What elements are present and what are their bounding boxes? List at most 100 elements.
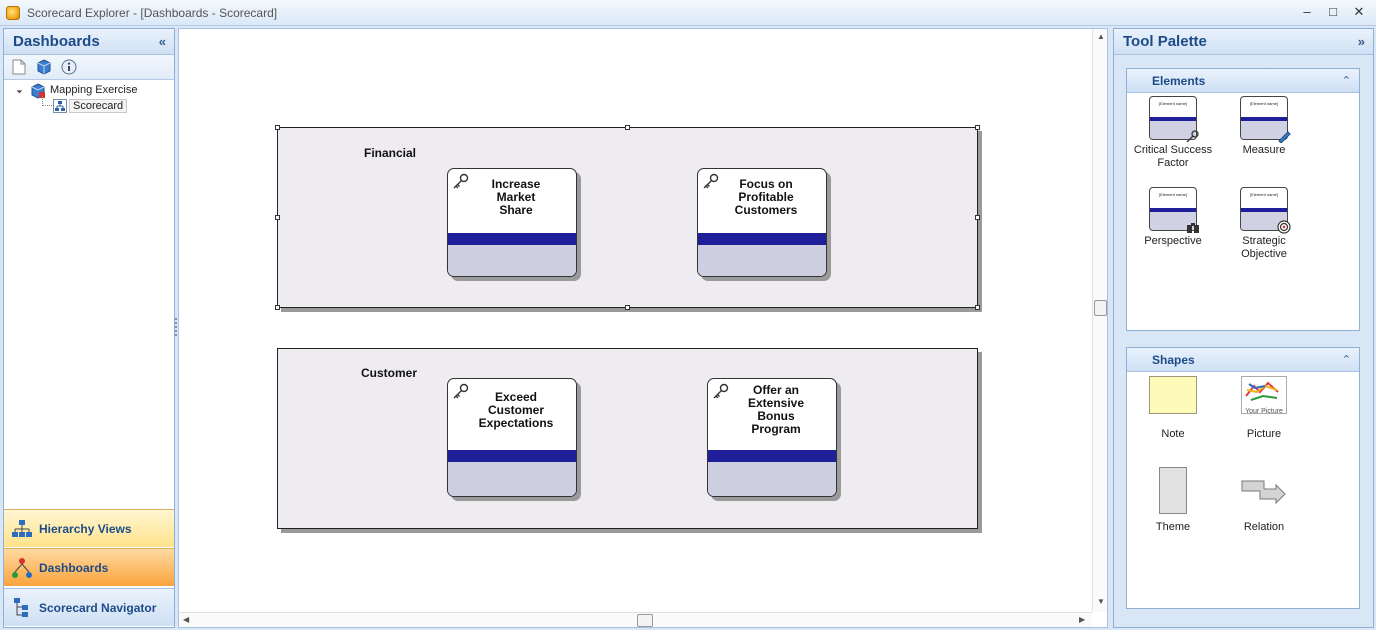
objective-card[interactable]: Exceed Customer Expectations <box>447 378 577 497</box>
nav-scorecard-navigator[interactable]: Scorecard Navigator <box>4 588 174 626</box>
resize-handle[interactable] <box>625 305 630 310</box>
palette-perspective[interactable]: [Element name] Perspective <box>1128 187 1218 248</box>
collapse-section-icon[interactable]: ⌃ <box>1341 75 1351 87</box>
navigator-tree-icon <box>11 597 33 619</box>
shapes-section-header[interactable]: Shapes ⌃ <box>1127 348 1359 372</box>
resize-handle[interactable] <box>275 215 280 220</box>
scroll-down-arrow-icon[interactable]: ▼ <box>1097 597 1105 606</box>
perspective-financial[interactable]: Financial Increase Market Share Focus on… <box>275 125 980 310</box>
objective-measure-area <box>708 462 836 496</box>
tree-item-scorecard[interactable]: Scorecard <box>4 99 174 115</box>
palette-theme[interactable]: Theme <box>1128 465 1218 534</box>
maximize-button[interactable]: □ <box>1329 4 1337 19</box>
objective-status-bar <box>708 450 836 462</box>
palette-measure[interactable]: [Element name] Measure <box>1219 96 1309 157</box>
scorecard-canvas[interactable]: Financial Increase Market Share Focus on… <box>178 28 1108 628</box>
info-icon[interactable] <box>61 59 77 75</box>
theme-thumbnail-icon <box>1149 465 1197 515</box>
picture-thumbnail-icon: Your Picture <box>1240 376 1288 420</box>
window-title-bar: Scorecard Explorer - [Dashboards - Score… <box>0 0 1376 26</box>
objective-title: Focus on Profitable Customers <box>734 177 798 217</box>
tool-palette-panel: Tool Palette » Elements ⌃ [Element name]… <box>1113 28 1374 628</box>
resize-handle[interactable] <box>625 125 630 130</box>
nav-hierarchy-views[interactable]: Hierarchy Views <box>4 509 174 547</box>
picture-caption: Your Picture <box>1245 408 1283 415</box>
tool-palette-header: Tool Palette » <box>1114 29 1373 55</box>
canvas-horizontal-scrollbar[interactable]: ◀ ▶ <box>179 612 1092 627</box>
palette-item-label: Critical Success Factor <box>1133 144 1213 169</box>
window-title: Scorecard Explorer - [Dashboards - Score… <box>27 5 278 20</box>
expand-panel-button[interactable]: » <box>1357 34 1365 49</box>
tree-item-mapping-exercise[interactable]: Mapping Exercise <box>4 83 174 99</box>
vertical-scroll-thumb[interactable] <box>1094 300 1107 316</box>
objective-status-bar <box>448 233 576 245</box>
tree-expand-toggle[interactable] <box>13 84 23 94</box>
new-document-icon[interactable] <box>11 59 27 75</box>
panel-splitter[interactable] <box>175 318 177 336</box>
csf-thumbnail-icon: [Element name] <box>1149 96 1199 143</box>
palette-picture[interactable]: Your Picture Picture <box>1219 376 1309 441</box>
objective-status-bar <box>698 233 826 245</box>
dashboards-panel: Dashboards « Mapping Exercise Scorecard <box>3 28 175 628</box>
elements-section-header[interactable]: Elements ⌃ <box>1127 69 1359 93</box>
resize-handle[interactable] <box>975 125 980 130</box>
cube-icon[interactable] <box>36 59 52 75</box>
nav-scorecard-navigator-label: Scorecard Navigator <box>39 600 157 615</box>
perspective-thumbnail-icon: [Element name] <box>1149 187 1199 233</box>
objective-card[interactable]: Offer an Extensive Bonus Program <box>707 378 837 497</box>
nav-dashboards[interactable]: Dashboards <box>4 548 174 586</box>
objective-card[interactable]: Focus on Profitable Customers <box>697 168 827 277</box>
workspace-cube-icon <box>30 83 46 102</box>
shapes-section-title: Shapes <box>1152 352 1195 367</box>
objective-title: Offer an Extensive Bonus Program <box>747 383 805 436</box>
horizontal-scroll-thumb[interactable] <box>637 614 653 627</box>
canvas-vertical-scrollbar[interactable]: ▲ ▼ <box>1092 29 1107 612</box>
collapse-section-icon[interactable]: ⌃ <box>1341 354 1351 366</box>
objective-measure-area <box>698 245 826 276</box>
palette-note[interactable]: Note <box>1128 376 1218 441</box>
resize-handle[interactable] <box>975 215 980 220</box>
dashboards-toolbar <box>4 55 174 80</box>
close-button[interactable]: ✕ <box>1353 4 1365 19</box>
tool-palette-title: Tool Palette <box>1123 33 1207 50</box>
elements-section: Elements ⌃ [Element name] Critical Succe… <box>1126 68 1360 331</box>
hierarchy-icon <box>11 518 33 540</box>
palette-strategic-objective[interactable]: [Element name] Strategic Objective <box>1219 187 1309 261</box>
resize-handle[interactable] <box>975 305 980 310</box>
perspective-title: Financial <box>364 146 417 160</box>
tree-connector <box>42 105 54 106</box>
minimize-button[interactable]: – <box>1303 4 1311 19</box>
objective-title: Exceed Customer Expectations <box>478 390 554 430</box>
palette-item-label: Strategic Objective <box>1241 235 1287 260</box>
key-icon <box>712 383 730 401</box>
tree-connector <box>42 96 43 106</box>
elements-section-title: Elements <box>1152 73 1206 88</box>
palette-item-label: Perspective <box>1144 235 1202 247</box>
nav-dashboards-label: Dashboards <box>39 560 109 575</box>
strategic-objective-thumbnail-icon: [Element name] <box>1240 187 1291 234</box>
palette-item-label: Picture <box>1246 428 1282 440</box>
objective-title: Increase Market Share <box>491 177 541 217</box>
measure-thumbnail-icon: [Element name] <box>1240 96 1291 143</box>
scroll-right-arrow-icon[interactable]: ▶ <box>1079 615 1086 624</box>
perspective-customer[interactable]: Customer Exceed Customer Expectations Of… <box>277 348 978 529</box>
collapse-panel-button[interactable]: « <box>158 34 166 49</box>
dashboard-tree: Mapping Exercise Scorecard <box>4 80 174 506</box>
objective-card[interactable]: Increase Market Share <box>447 168 577 277</box>
scroll-left-arrow-icon[interactable]: ◀ <box>183 615 190 624</box>
objective-measure-area <box>448 462 576 496</box>
resize-handle[interactable] <box>275 305 280 310</box>
palette-critical-success-factor[interactable]: [Element name] Critical Success Factor <box>1128 96 1218 170</box>
palette-relation[interactable]: Relation <box>1219 465 1309 534</box>
objective-status-bar <box>448 450 576 462</box>
palette-item-label: Note <box>1161 428 1185 440</box>
shapes-section: Shapes ⌃ Note Your Picture Picture <box>1126 347 1360 609</box>
palette-item-label: Theme <box>1155 521 1191 533</box>
scroll-up-arrow-icon[interactable]: ▲ <box>1097 32 1105 41</box>
tree-item-label: Scorecard <box>69 99 128 113</box>
dashboards-icon <box>11 557 33 579</box>
palette-item-label: Relation <box>1243 521 1285 533</box>
resize-handle[interactable] <box>275 125 280 130</box>
dashboards-panel-header: Dashboards « <box>4 29 174 55</box>
perspective-title: Customer <box>361 366 418 380</box>
